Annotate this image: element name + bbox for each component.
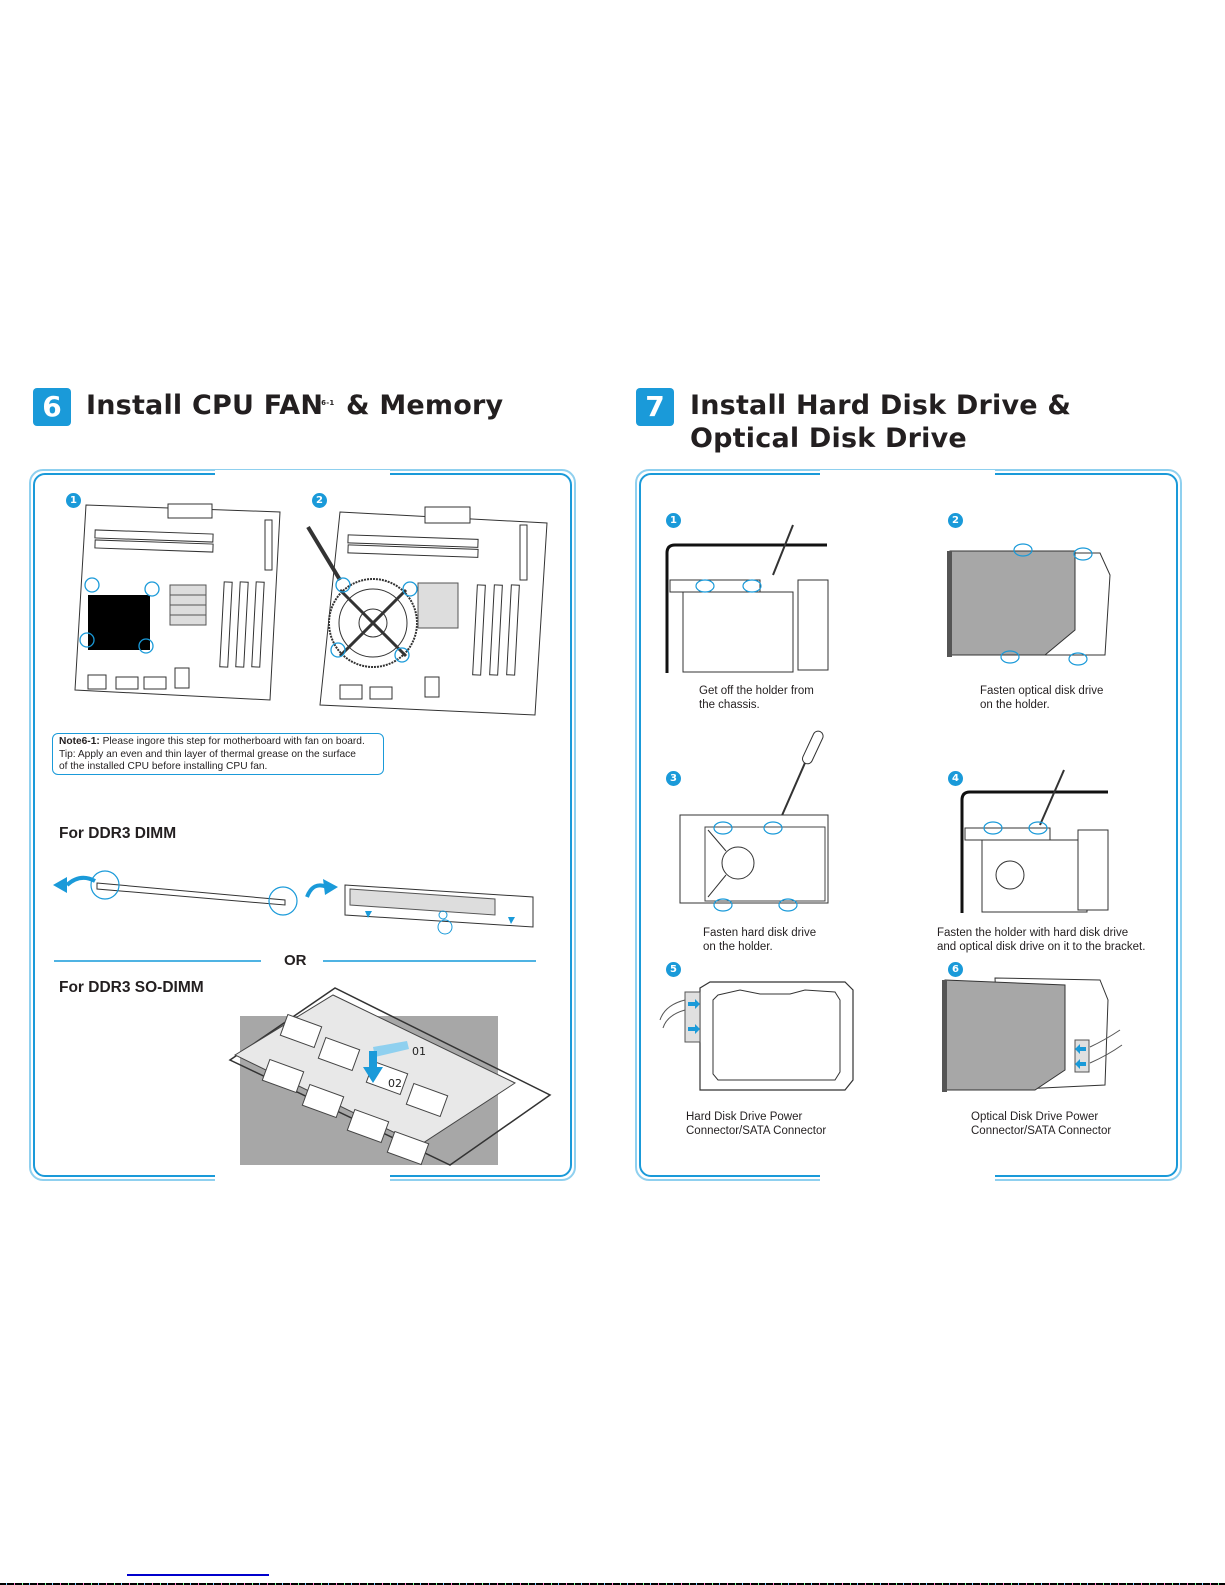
step-7-4-caption: Fasten the holder with hard disk drive a… [937, 927, 1146, 953]
cpu-fan-illustration [306, 506, 548, 716]
step-7-2-caption: Fasten optical disk drive on the holder. [980, 685, 1104, 711]
note-label: Note6-1: [59, 736, 100, 747]
step-7-4-number: 4 [948, 771, 963, 786]
step-7-1-number: 1 [666, 513, 681, 528]
step-7-5-caption: Hard Disk Drive Power Connector/SATA Con… [686, 1111, 827, 1137]
section-6-title: Install CPU FAN6-1 & Memory [86, 389, 503, 422]
hdd-holder-illustration [679, 730, 829, 912]
footnote-marker: 6-1 [321, 399, 335, 407]
section-6-badge: 6 [33, 388, 71, 426]
ddr3-dimm-heading: For DDR3 DIMM [59, 825, 177, 842]
step-7-6-caption: Optical Disk Drive Power Connector/SATA … [971, 1111, 1112, 1137]
note-line-1: Note6-1: Please ingore this step for mot… [59, 736, 365, 747]
odd-connector-illustration [942, 977, 1123, 1092]
bottom-edge-strip [0, 1583, 1225, 1585]
or-divider-right [323, 960, 536, 962]
panel-7-top-gap [820, 470, 995, 476]
chassis-holder-illustration [665, 524, 829, 673]
optical-drive-holder-illustration [947, 543, 1111, 666]
note-box: Note6-1: Please ingore this step for mot… [52, 733, 384, 775]
or-label: OR [284, 952, 307, 969]
section-7-title-line2: Optical Disk Drive [690, 423, 967, 454]
sodimm-illustration: 01 02 [228, 987, 552, 1166]
hdd-connector-illustration [659, 981, 854, 1091]
bottom-link-underline [127, 1574, 269, 1576]
panel-6-bottom-gap [215, 1175, 390, 1181]
step-6-1-number: 1 [66, 493, 81, 508]
step-7-6-number: 6 [948, 962, 963, 977]
sodimm-step-1-label: 01 [412, 1045, 426, 1058]
step-7-1-caption: Get off the holder from the chassis. [699, 685, 814, 711]
section-6-title-part1: Install CPU FAN [86, 390, 324, 421]
section-7-title-line1: Install Hard Disk Drive & [690, 390, 1072, 421]
section-6-title-part2: & Memory [346, 390, 504, 421]
bracket-assembly-illustration [960, 769, 1109, 913]
panel-7-bottom-gap [820, 1175, 995, 1181]
note-line-3: of the installed CPU before installing C… [59, 761, 268, 772]
dimm-slot-illustration [53, 870, 534, 935]
or-divider-left [54, 960, 261, 962]
step-7-3-caption: Fasten hard disk drive on the holder. [703, 927, 817, 953]
sodimm-step-2-label: 02 [388, 1077, 402, 1090]
section-7-badge: 7 [636, 388, 674, 426]
step-7-3-number: 3 [666, 771, 681, 786]
step-7-5-number: 5 [666, 962, 681, 977]
step-6-2-number: 2 [312, 493, 327, 508]
motherboard-illustration [74, 503, 281, 701]
step-7-2-number: 2 [948, 513, 963, 528]
ddr3-sodimm-heading: For DDR3 SO-DIMM [59, 979, 204, 996]
note-line-2: Tip: Apply an even and thin layer of the… [59, 748, 356, 760]
panel-6-top-gap [215, 470, 390, 476]
